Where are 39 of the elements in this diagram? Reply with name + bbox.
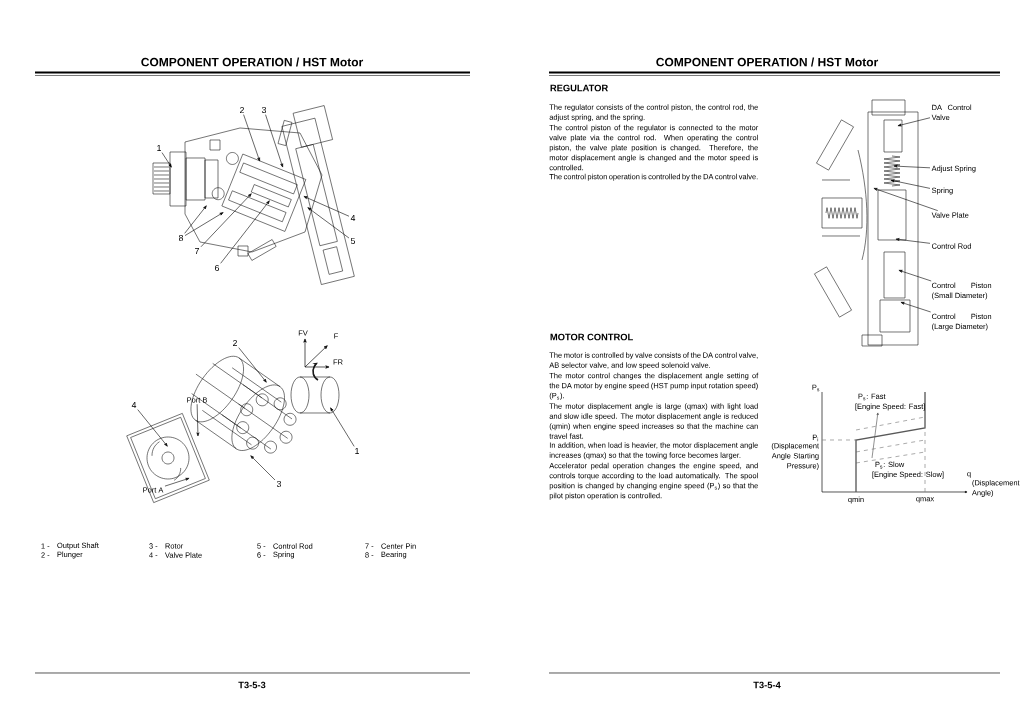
section-heading: REGULATOR: [550, 84, 608, 92]
page-number: T3-5-4: [753, 681, 781, 689]
page-title: COMPONENT OPERATION / HST Motor: [141, 57, 364, 67]
leader-line: [200, 193, 252, 248]
leader-line: [184, 212, 224, 236]
callout-number: 6: [215, 264, 220, 272]
page-number: T3-5-3: [238, 681, 266, 689]
leader-line: [265, 114, 283, 168]
leader-line: [895, 238, 931, 244]
callout-number: 4: [131, 402, 137, 408]
leader-line: [893, 164, 931, 169]
leader-line: [890, 179, 931, 189]
leader-line: [307, 207, 350, 239]
leader-line: [220, 200, 270, 264]
callout-number: 3: [261, 106, 267, 114]
callout-number: 8: [178, 234, 184, 242]
leader-line: [330, 407, 355, 447]
leader-line: [137, 409, 168, 447]
callout-number: 2: [240, 107, 244, 113]
callout-number: 4: [350, 215, 356, 221]
callout-number: 1: [157, 145, 161, 151]
leader-line: [303, 196, 350, 217]
callout-number: 1: [355, 448, 359, 454]
leader-line: [873, 188, 939, 211]
leader-line: [161, 152, 172, 168]
callout-number: 3: [276, 480, 282, 488]
section-heading: MOTOR CONTROL: [550, 333, 633, 341]
leader-line: [243, 114, 260, 162]
leader-line: [196, 403, 200, 437]
callout-number: 7: [195, 248, 199, 254]
leader-line: [900, 302, 931, 313]
page-title: COMPONENT OPERATION / HST Motor: [656, 57, 879, 67]
leader-line: [164, 477, 190, 487]
leader-line: [898, 270, 932, 282]
leader-line: [250, 455, 276, 481]
leader-line: [184, 205, 207, 234]
callout-number: 5: [350, 238, 356, 244]
leader-line: [238, 347, 267, 383]
callout-number: 2: [233, 340, 237, 346]
